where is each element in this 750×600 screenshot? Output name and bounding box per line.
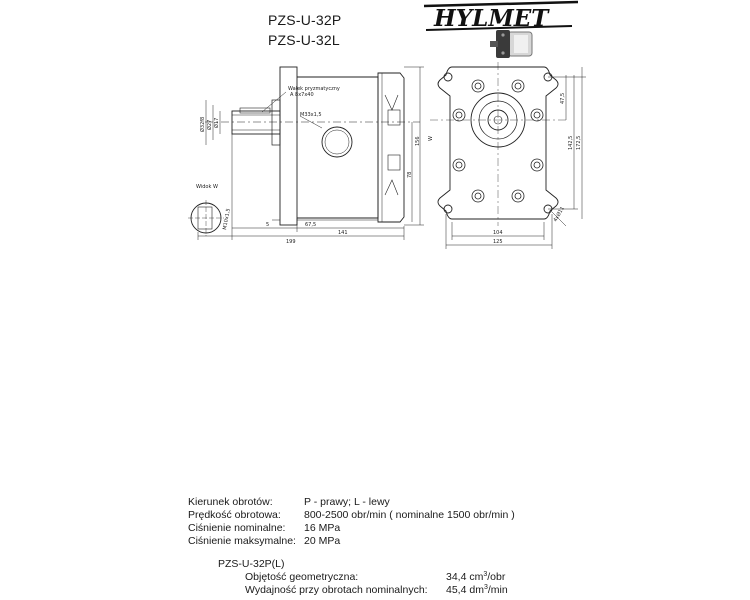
dim-w: W — [428, 136, 434, 141]
thread-label: M33x1,5 — [300, 112, 322, 118]
nominal-pressure-label: Ciśnienie nominalne: — [188, 522, 286, 534]
max-pressure-label: Ciśnienie maksymalne: — [188, 535, 296, 547]
dim-5: 5 — [266, 222, 269, 228]
rotation-value: P - prawy; L - lewy — [304, 496, 390, 508]
model-title-l: PZS-U-32L — [268, 32, 340, 48]
note-line2: A 8x7x40 — [290, 92, 314, 98]
hylmet-logo: HYLMET — [423, 0, 579, 32]
dia-17-label: Ø17 — [213, 118, 220, 128]
flow-label: Wydajność przy obrotach nominalnych: — [245, 584, 428, 596]
dim-172-5: 172,5 — [576, 136, 582, 150]
mount-hole-tl — [443, 72, 453, 82]
dim-104: 104 — [493, 230, 503, 236]
dim-125: 125 — [493, 239, 503, 245]
dim-78: 78 — [407, 172, 413, 178]
pump-photo — [490, 30, 533, 58]
model-title-p: PZS-U-32P — [268, 12, 342, 28]
speed-label: Prędkość obrotowa: — [188, 509, 281, 521]
rotation-label: Kierunek obrotów: — [188, 496, 273, 508]
displacement-label: Objętość geometryczna: — [245, 571, 359, 583]
variant-label: PZS-U-32P(L) — [218, 558, 285, 570]
dim-156: 156 — [415, 136, 421, 146]
pump-body — [297, 76, 379, 219]
speed-value: 800-2500 obr/min ( nominalne 1500 obr/mi… — [304, 509, 515, 521]
pressure-port — [321, 126, 353, 158]
mounting-flange — [279, 66, 298, 226]
pump-technical-drawing: Wałek pryzmatyczny A 8x7x40 M33x1,5 Ø32f… — [188, 62, 586, 249]
front-flange-outline — [437, 66, 559, 220]
max-pressure-value: 20 MPa — [304, 535, 341, 547]
view-w-label: Widok W — [196, 184, 218, 190]
displacement-value: 34,4 cm3/obr — [446, 571, 506, 583]
flow-value: 45,4 dm3/min — [446, 584, 508, 596]
note-line1: Wałek pryzmatyczny — [288, 86, 340, 92]
dim-199: 199 — [286, 239, 296, 245]
shaft-key — [239, 107, 271, 114]
dim-142-5: 142,5 — [568, 136, 574, 150]
nominal-pressure-value: 16 MPa — [304, 522, 341, 534]
dim-47-5: 47,5 — [560, 93, 566, 104]
rear-cover — [377, 72, 405, 223]
dia-27-label: Ø27 — [206, 120, 213, 130]
m10-label: M10x1,5 — [222, 208, 232, 230]
shaft — [231, 110, 281, 135]
mount-hole-bl — [443, 204, 453, 214]
dim-67-5: 67,5 — [305, 222, 316, 228]
dim-141: 141 — [338, 230, 348, 236]
dia-32-label: Ø32f8 — [199, 117, 206, 132]
brand-text: HYLMET — [433, 5, 550, 32]
